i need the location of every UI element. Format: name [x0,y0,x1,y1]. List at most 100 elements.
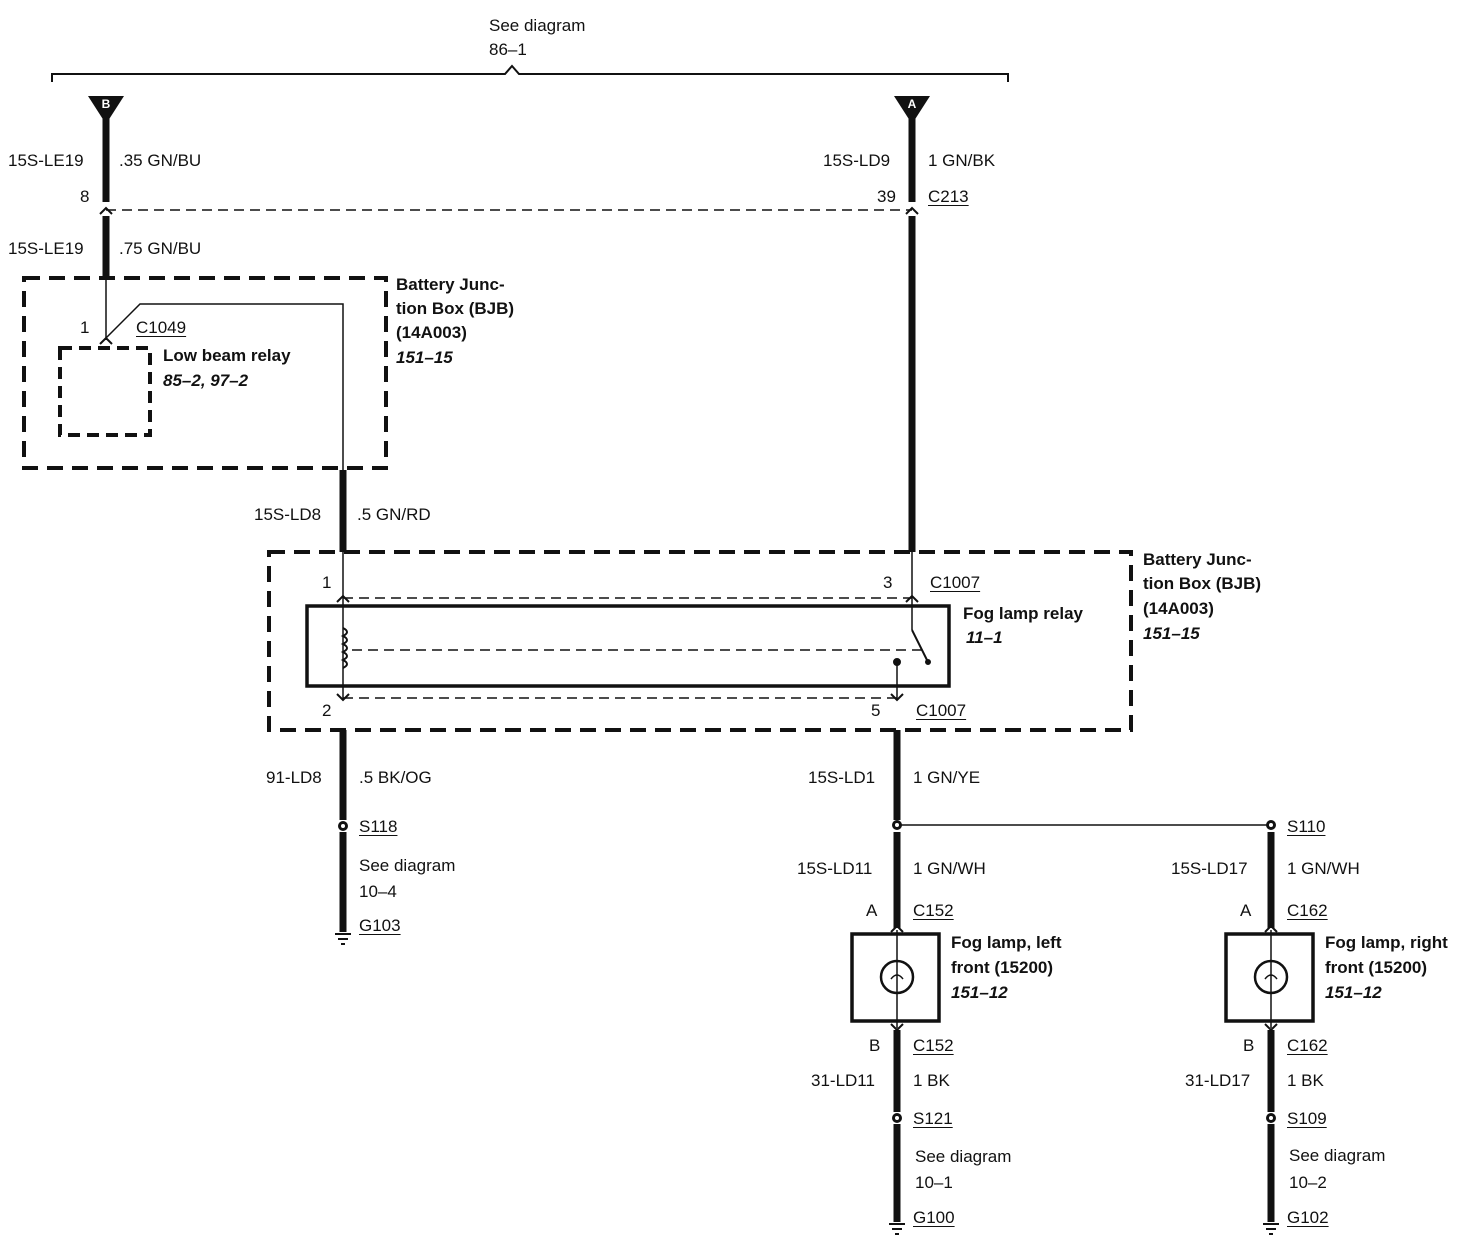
low-beam-relay-ref: 85–2, 97–2 [163,371,249,390]
pin8-marker [99,206,113,215]
bjb-box-fog [267,550,1133,732]
left-fog-wire-out: 1 BK [913,1071,950,1090]
circuit-15S-LD9: 15S-LD9 [823,151,891,170]
ground-g100-label: G100 [913,1208,955,1227]
low-beam-relay-label: Low beam relay [163,346,291,365]
bjb-fog-title-1: Battery Junc- [1143,550,1252,569]
ground-g102-label: G102 [1287,1208,1329,1227]
connector-a-letter: A [907,97,917,111]
bjb-top-ref: 151–15 [396,348,453,367]
c152-a-marker [890,924,904,933]
right-fog-lamp-ref: 151–12 [1325,983,1382,1002]
splice-s121-core [895,1116,899,1120]
connector-a-triangle [894,96,930,124]
connector-c152-out-label: C152 [913,1036,954,1055]
left-fog-lamp-ref: 151–12 [951,983,1008,1002]
bjb-box-top [22,276,388,470]
c1049-pin-1: 1 [80,318,90,337]
right-fog-diagram-ref: 10–2 [1289,1173,1327,1192]
bjb-fog-ref: 151–15 [1143,624,1200,643]
bjb-top-title-2: tion Box (BJB) [396,299,515,318]
splice-s110-right-core [1269,823,1273,827]
circuit-15S-LD11: 15S-LD11 [797,859,873,878]
right-lamp-filament [1264,974,1278,980]
right-fog-lamp-label-2: front (15200) [1325,958,1428,977]
fog-lamp-relay-label: Fog lamp relay [963,604,1083,623]
splice-s121-label: S121 [913,1109,953,1128]
ground-g103-symbol [335,933,351,945]
pin39-marker [905,206,919,215]
left-fog-wire-in: 1 GN/WH [913,859,986,878]
right-fog-lamp-box [1224,932,1315,1023]
ground-left-see-diagram: See diagram [359,856,456,875]
left-fog-lamp-label-1: Fog lamp, left [951,933,1062,952]
relay-coil [340,627,348,669]
splice-s118-core [341,824,345,828]
circuit-15S-LD1: 15S-LD1 [808,768,876,787]
ground-g102-symbol [1263,1223,1279,1235]
c1007-pin-1: 1 [322,573,332,592]
splice-s109-label: S109 [1287,1109,1327,1128]
ground-left-diagram-ref: 10–4 [359,882,397,901]
fog-lamp-relay-ref: 11–1 [966,628,1003,647]
connector-c1049-label: C1049 [136,318,187,337]
c1007-pin-2: 2 [322,701,332,720]
c1007-pin-3: 3 [883,573,893,592]
connector-c162-out-label: C162 [1287,1036,1328,1055]
low-beam-relay-box [58,346,152,437]
pin2-marker [336,693,350,702]
left-fog-lamp-label-2: front (15200) [951,958,1054,977]
splice-s110-left-core [895,823,899,827]
wire-spec-1-gn-ye: 1 GN/YE [913,768,981,787]
c152-pin-b: B [869,1036,881,1055]
header-diagram-ref: 86–1 [489,40,527,59]
bjb-top-part: (14A003) [396,323,467,342]
right-fog-lamp-label-1: Fog lamp, right [1325,933,1448,952]
right-fog-wire-in: 1 GN/WH [1287,859,1360,878]
connector-c1007-bottom-label: C1007 [916,701,967,720]
left-fog-see-diagram: See diagram [915,1147,1012,1166]
pin-8-label: 8 [80,187,90,206]
left-fog-diagram-ref: 10–1 [915,1173,953,1192]
c1049-internal-wire [105,303,344,470]
ground-g100-symbol [889,1223,905,1235]
circuit-91-LD8: 91-LD8 [266,768,322,787]
connector-c152-in-label: C152 [913,901,954,920]
c162-a-marker [1264,924,1278,933]
circuit-15S-LE19-b: 15S-LE19 [8,239,84,258]
connector-c1007-top-label: C1007 [930,573,981,592]
left-fog-lamp-box [850,932,941,1023]
left-lamp-bulb [879,959,915,995]
splice-s118-label: S118 [359,817,398,836]
right-fog-wire-out: 1 BK [1287,1071,1324,1090]
wire-spec-75-gn-bu: .75 GN/BU [119,239,202,258]
c162-pin-b: B [1243,1036,1255,1055]
c162-pin-a: A [1240,901,1252,920]
bjb-top-title-1: Battery Junc- [396,275,505,294]
c1007-pin-5: 5 [871,701,881,720]
ground-g103-label: G103 [359,916,401,935]
top-bracket [51,64,1009,82]
splice-s110-label: S110 [1287,817,1326,836]
connector-c213-label: C213 [928,187,969,206]
bjb-fog-part: (14A003) [1143,599,1214,618]
splice-s109-core [1269,1116,1273,1120]
right-lamp-bulb [1253,959,1289,995]
relay-switch-contact [925,659,931,665]
relay-switch-blade [911,629,929,663]
left-lamp-filament [890,974,904,980]
circuit-15S-LD17: 15S-LD17 [1171,859,1248,878]
wire-spec-5-bk-og: .5 BK/OG [359,768,432,787]
header-see-diagram: See diagram [489,16,586,35]
wire-spec-1-gn-bk: 1 GN/BK [928,151,996,170]
pin-39-label: 39 [877,187,896,206]
fog-relay-box [305,604,951,688]
connector-c162-in-label: C162 [1287,901,1328,920]
connector-b-triangle [88,96,124,124]
pin5-marker [890,693,904,702]
c1049-pin-marker [99,336,113,345]
wire-spec-5-gn-rd: .5 GN/RD [357,505,431,524]
c152-pin-a: A [866,901,878,920]
